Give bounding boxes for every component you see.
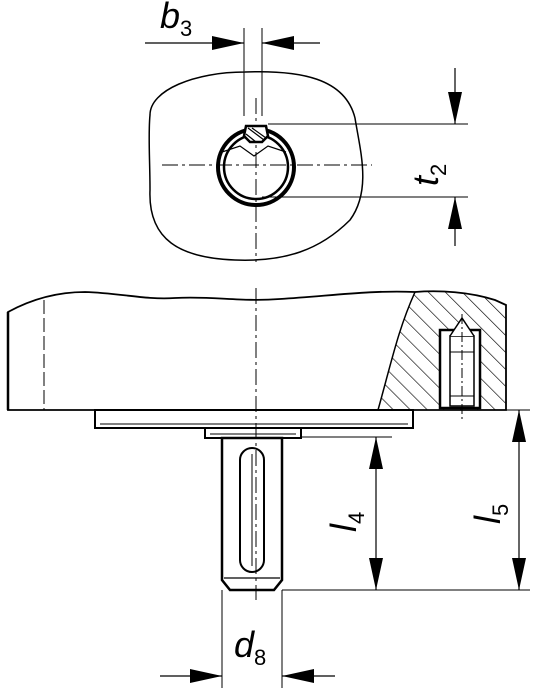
dimension-t2 bbox=[262, 68, 468, 246]
top-view: b3 t2 bbox=[145, 0, 468, 262]
hub-collar bbox=[204, 427, 302, 439]
set-screw bbox=[438, 314, 482, 420]
label-b3: b3 bbox=[160, 0, 192, 41]
label-d8: d8 bbox=[234, 624, 266, 670]
keyway-hatch bbox=[245, 127, 267, 143]
handwheel-body bbox=[7, 290, 507, 411]
label-t2: t2 bbox=[405, 164, 451, 186]
side-view: l4 l5 d8 bbox=[6, 288, 530, 688]
dimension-l5 bbox=[512, 410, 526, 590]
dimension-l4 bbox=[369, 437, 383, 590]
label-l5: l5 bbox=[467, 504, 513, 524]
keyway-cut-line bbox=[221, 145, 287, 157]
hub-flange bbox=[94, 409, 414, 429]
dimension-b3 bbox=[145, 36, 320, 50]
section-break-line bbox=[377, 291, 416, 411]
top-view-outline bbox=[148, 70, 364, 261]
label-l4: l4 bbox=[323, 512, 369, 532]
dimension-d8 bbox=[160, 669, 335, 683]
